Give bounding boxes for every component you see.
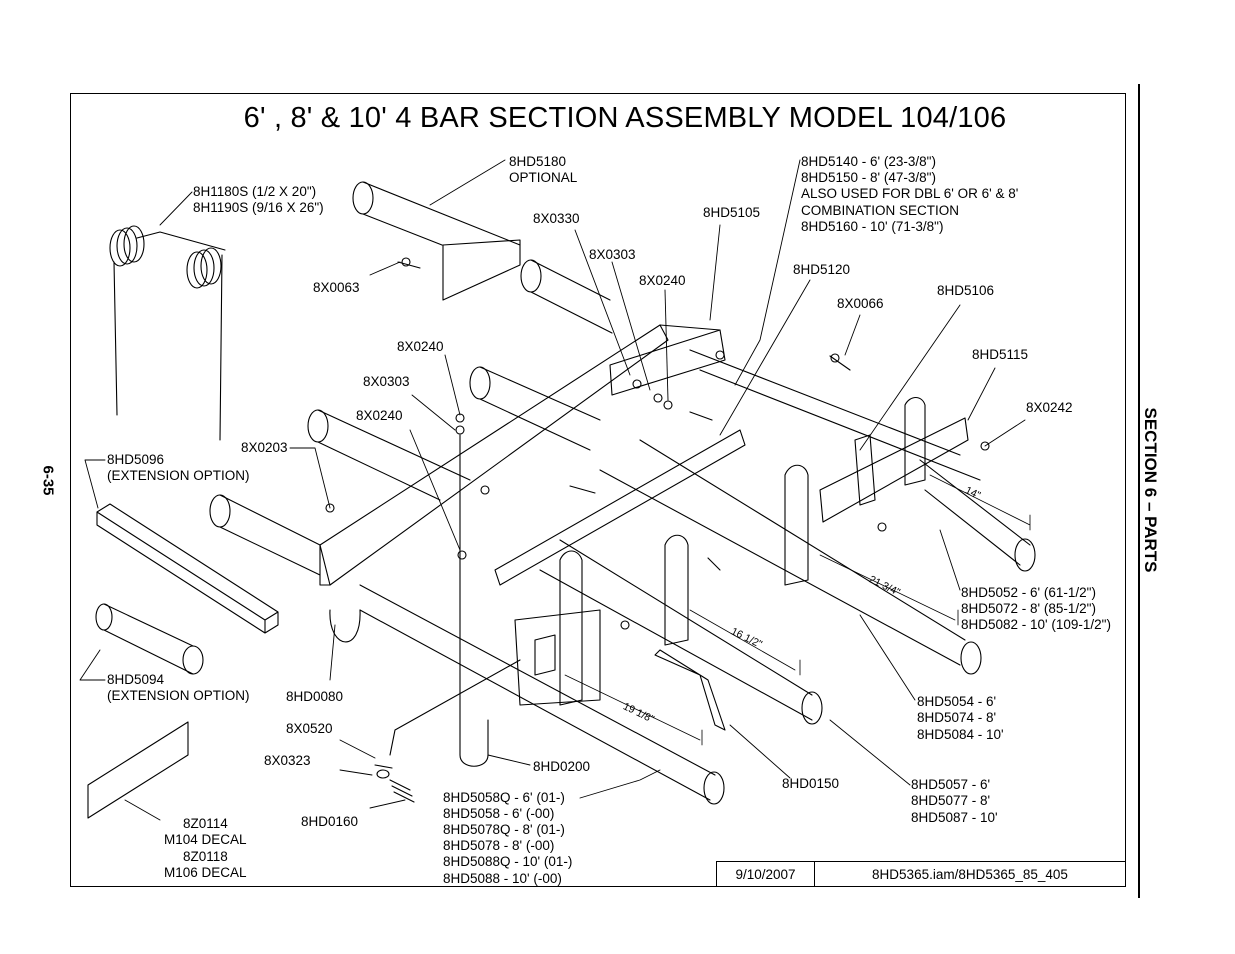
callout-8x0240-low: 8X0240 (356, 408, 403, 423)
callout-8x0323: 8X0323 (264, 753, 311, 768)
callout-8hd5140: 8HD5140 - 6' (23-3/8") (801, 154, 936, 169)
callout-8hd5094: 8HD5094 (107, 672, 165, 687)
mounting-plates (514, 396, 969, 706)
callout-m104-decal: M104 DECAL (164, 832, 247, 847)
callout-8hd5115: 8HD5115 (972, 347, 1029, 362)
callout-8hd5082: 8HD5082 - 10' (109-1/2") (961, 617, 1111, 632)
callout-8hd5072: 8HD5072 - 8' (85-1/2") (961, 601, 1096, 616)
callout-8hd5150: 8HD5150 - 8' (47-3/8") (801, 170, 936, 185)
callout-8z0114: 8Z0114 (183, 816, 228, 831)
callout-8hd5096: 8HD5096 (107, 452, 165, 467)
callout-8hd5057: 8HD5057 - 6' (911, 777, 991, 792)
callout-8hd5052: 8HD5052 - 6' (61-1/2") (961, 585, 1096, 600)
leader-lines (79, 159, 1026, 821)
callout-8hd0200: 8HD0200 (533, 759, 591, 774)
drawing-frame (70, 93, 1126, 887)
callout-8x0242: 8X0242 (1026, 400, 1073, 415)
callout-8hd5058q: 8HD5058Q - 6' (01-) (443, 790, 565, 805)
callout-8hd5087: 8HD5087 - 10' (911, 810, 998, 825)
callout-extension-1: (EXTENSION OPTION) (107, 468, 250, 483)
callout-also-used: ALSO USED FOR DBL 6' OR 6' & 8' (801, 186, 1019, 201)
callout-8hd5078: 8HD5078 - 8' (-00) (443, 838, 555, 853)
spring-tine (109, 225, 226, 441)
callout-8hd5105: 8HD5105 (703, 205, 761, 220)
callout-optional: OPTIONAL (509, 170, 578, 185)
callout-8hd5160: 8HD5160 - 10' (71-3/8") (801, 219, 944, 234)
callout-8hd5077: 8HD5077 - 8' (911, 793, 991, 808)
extension-tube (95, 503, 279, 675)
callout-8hd0160: 8HD0160 (301, 814, 359, 829)
title-block-file: 8HD5365.iam/8HD5365_85_405 (872, 867, 1068, 882)
decal (87, 721, 189, 819)
callout-8x0203: 8X0203 (241, 440, 288, 455)
callout-8z0118: 8Z0118 (183, 849, 228, 864)
callout-8hd5058: 8HD5058 - 6' (-00) (443, 806, 555, 821)
page-margin-rule (1138, 84, 1140, 898)
callout-m106-decal: M106 DECAL (164, 865, 247, 880)
callout-combination: COMBINATION SECTION (801, 203, 960, 218)
hardware (325, 257, 990, 711)
page-title: 6' , 8' & 10' 4 BAR SECTION ASSEMBLY MOD… (243, 102, 1007, 134)
callout-8hd0150: 8HD0150 (782, 776, 840, 791)
callout-8hd5078q: 8HD5078Q - 8' (01-) (443, 822, 565, 837)
callout-tine-2: 8H1190S (9/16 X 26") (193, 200, 324, 215)
callout-8hd5180: 8HD5180 (509, 154, 567, 169)
callout-tine-1: 8H1180S (1/2 X 20") (193, 184, 317, 199)
tool-bars (209, 181, 1036, 805)
dimension-lines (564, 474, 1031, 746)
callout-extension-2: (EXTENSION OPTION) (107, 688, 250, 703)
callout-8hd5120: 8HD5120 (793, 262, 851, 277)
title-block-date: 9/10/2007 (717, 862, 815, 887)
callout-8hd0080: 8HD0080 (286, 689, 344, 704)
callout-8hd5084: 8HD5084 - 10' (917, 727, 1004, 742)
callout-8hd5088: 8HD5088 - 10' (-00) (443, 871, 562, 886)
callout-8x0330: 8X0330 (533, 211, 580, 226)
callout-8hd5054: 8HD5054 - 6' (917, 694, 997, 709)
callout-8hd5074: 8HD5074 - 8' (917, 710, 997, 725)
title-block: 9/10/2007 8HD5365.iam/8HD5365_85_405 (716, 861, 1126, 887)
callout-8hd5088q: 8HD5088Q - 10' (01-) (443, 854, 573, 869)
callout-8x0303-top: 8X0303 (589, 247, 636, 262)
callout-8x0303-mid: 8X0303 (363, 374, 410, 389)
callout-8x0240-top: 8X0240 (639, 273, 686, 288)
callout-8x0240-mid: 8X0240 (397, 339, 444, 354)
callout-8hd5106: 8HD5106 (937, 283, 995, 298)
callout-8x0063: 8X0063 (313, 280, 360, 295)
frame-rails (319, 239, 746, 586)
callout-8x0520: 8X0520 (286, 721, 333, 736)
callout-8x0066: 8X0066 (837, 296, 884, 311)
